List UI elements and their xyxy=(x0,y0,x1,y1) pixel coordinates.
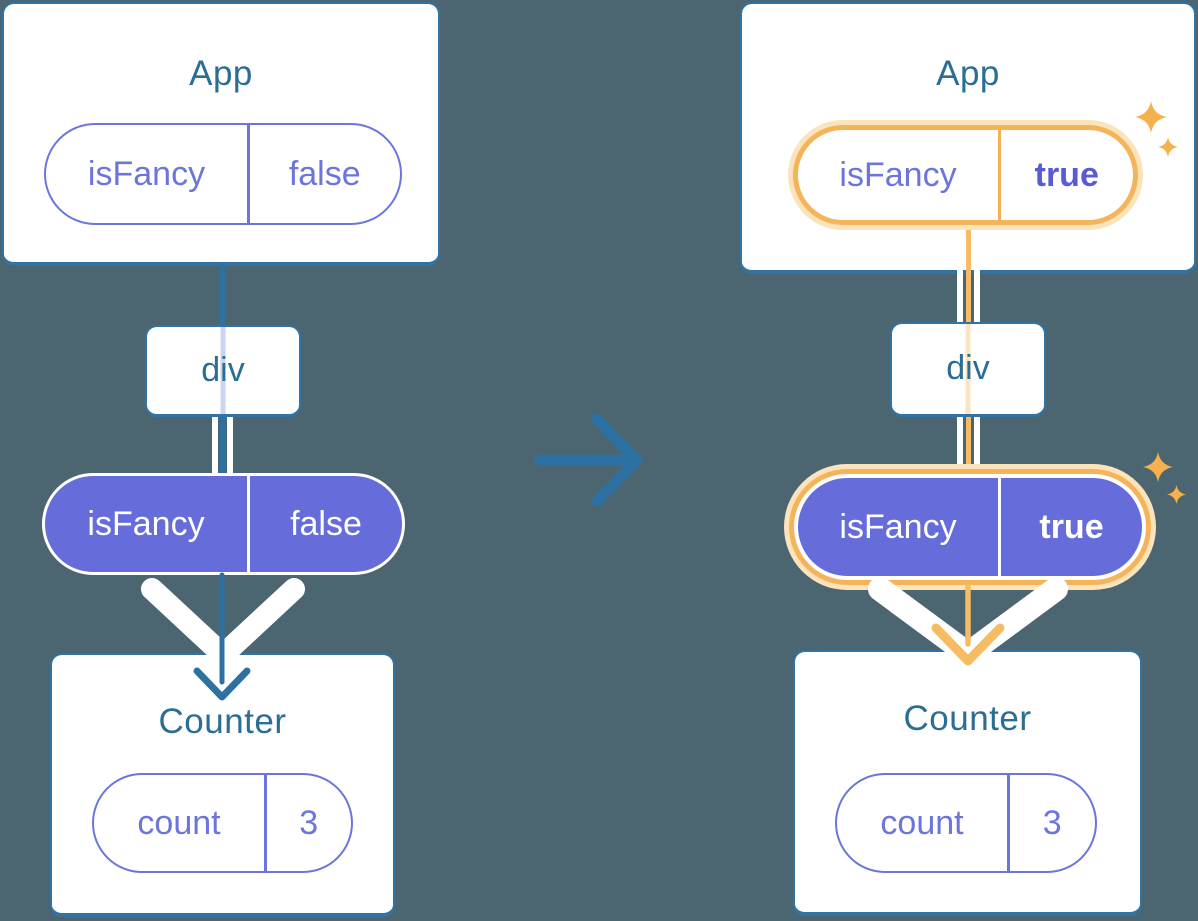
prop-value: true xyxy=(1039,507,1104,546)
before-app-prop-pill: isFancy false xyxy=(44,123,402,225)
prop-value: true xyxy=(1034,155,1099,194)
prop-name: isFancy xyxy=(87,504,205,543)
state-value: 3 xyxy=(1042,803,1062,842)
before-passed-prop-pill: isFancy false xyxy=(42,473,405,575)
before-div-passthrough-line xyxy=(220,327,226,414)
pill-divider xyxy=(264,775,267,871)
pill-divider xyxy=(1007,775,1010,871)
pill-divider xyxy=(998,478,1001,576)
before-counter-title: Counter xyxy=(158,702,287,741)
prop-name: isFancy xyxy=(839,155,957,194)
prop-value: false xyxy=(290,504,362,543)
before-jsx-line-left xyxy=(211,417,218,475)
state-name: count xyxy=(137,803,221,842)
before-render-arrow-icon xyxy=(141,578,305,666)
sparkle-icon xyxy=(1135,101,1167,133)
prop-name: isFancy xyxy=(839,507,957,546)
before-counter-state-pill: count 3 xyxy=(92,773,353,873)
prop-value: false xyxy=(288,154,361,193)
sparkle-icon xyxy=(1167,485,1186,504)
after-counter-state-pill: count 3 xyxy=(835,773,1097,873)
before-div-node: div xyxy=(145,325,301,417)
after-app-prop-pill: isFancy true xyxy=(793,125,1138,225)
sparkle-icon xyxy=(1143,452,1173,482)
state-name: count xyxy=(880,803,964,842)
pill-divider xyxy=(247,125,250,223)
prop-name: isFancy xyxy=(87,154,206,193)
pill-divider xyxy=(998,130,1001,220)
after-counter-title: Counter xyxy=(903,699,1032,738)
after-div-passthrough-line xyxy=(965,324,971,414)
transition-arrow-icon xyxy=(534,413,643,507)
after-div-node: div xyxy=(890,322,1046,417)
pill-divider xyxy=(247,476,250,572)
state-value: 3 xyxy=(299,803,319,842)
after-render-arrow-icon xyxy=(868,577,1068,666)
before-app-title: App xyxy=(189,54,253,93)
after-prop-thread-line-in-app xyxy=(965,225,971,274)
after-app-title: App xyxy=(936,54,1000,93)
before-jsx-line-right xyxy=(226,417,233,475)
before-div-label: div xyxy=(201,351,245,389)
sparkle-icon xyxy=(1158,137,1178,157)
after-div-label: div xyxy=(946,349,990,387)
after-passed-prop-pill: isFancy true xyxy=(794,474,1146,580)
